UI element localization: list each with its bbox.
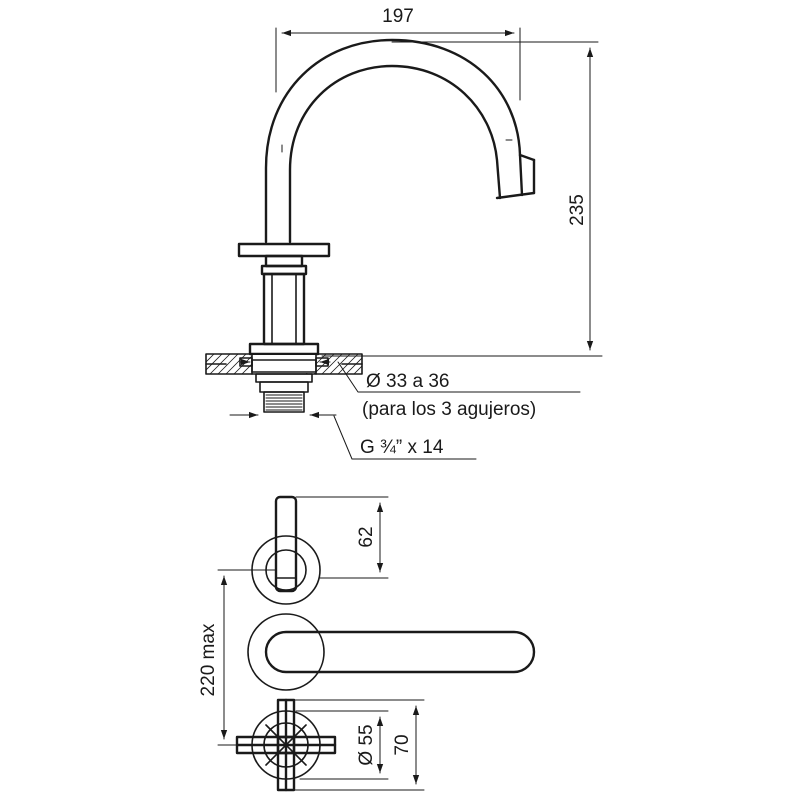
dimension-height: 235 — [321, 41, 603, 357]
spout — [264, 38, 536, 244]
dimension-rosette-diameter: Ø 55 — [295, 710, 389, 780]
dimension-max-spacing: 220 max — [198, 569, 277, 746]
thread-label: G ¾” x 14 — [360, 437, 444, 458]
thread-callout: G ¾” x 14 — [229, 411, 477, 460]
valve-body — [248, 272, 320, 356]
cross-handle-side — [237, 242, 331, 276]
width-dimension-label: 197 — [382, 6, 414, 27]
cross-handle-plan — [235, 698, 337, 792]
dimension-handle-span: 70 — [293, 699, 425, 791]
hole-diameter-callout: Ø 33 a 36 (para los 3 agujeros) — [239, 358, 581, 420]
hole-diameter-label: Ø 33 a 36 — [366, 371, 449, 392]
handle-span-label: 70 — [392, 734, 413, 755]
max-spacing-label: 220 max — [198, 623, 219, 696]
rosette-diameter-label: Ø 55 — [356, 724, 377, 765]
height-dimension-label: 235 — [567, 194, 588, 226]
elevation-view: 197 235 Ø 33 a 36 (para los 3 agujeros) … — [205, 6, 603, 460]
spout-plan — [247, 613, 536, 691]
dimension-width: 197 — [275, 6, 521, 101]
counter-plate-section — [205, 353, 363, 375]
dimension-handle-height: 62 — [295, 496, 389, 579]
plan-view: 62 220 max Ø 55 70 — [198, 495, 536, 792]
hole-note-label: (para los 3 agujeros) — [362, 399, 536, 420]
threaded-shank — [255, 373, 313, 413]
handle-plan-upper — [251, 495, 321, 605]
handle-height-label: 62 — [356, 526, 377, 547]
